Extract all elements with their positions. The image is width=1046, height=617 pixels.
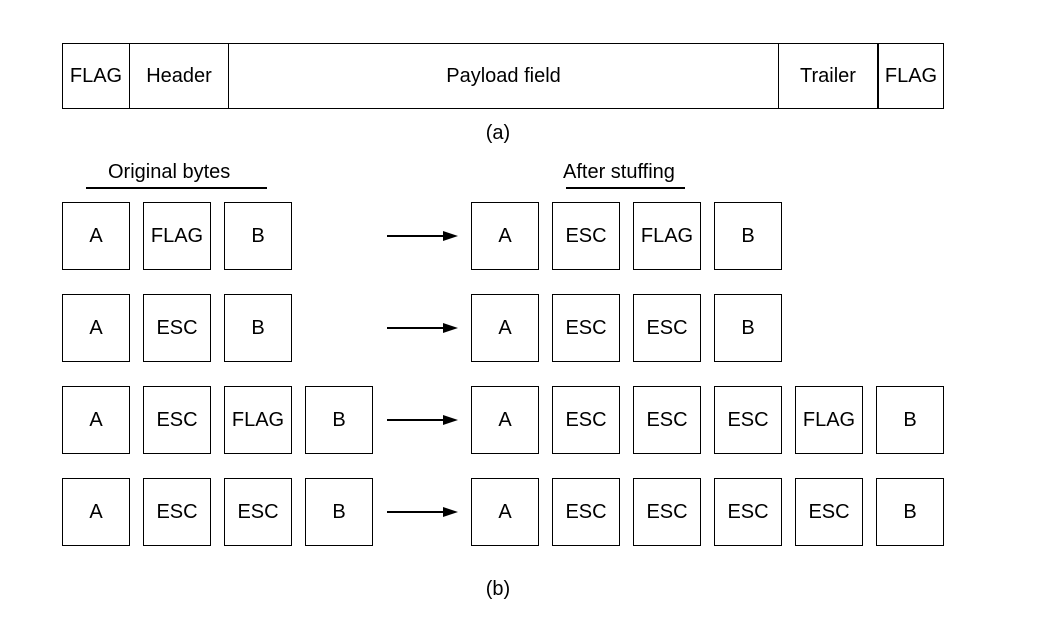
original-byte: FLAG <box>143 202 211 270</box>
stuffed-byte: ESC <box>633 386 701 454</box>
frame-flag-end: FLAG <box>877 43 944 109</box>
stuffed-byte: ESC <box>714 478 782 546</box>
stuffed-byte: A <box>471 294 539 362</box>
original-byte: B <box>305 478 373 546</box>
original-byte: A <box>62 478 130 546</box>
original-byte: ESC <box>224 478 292 546</box>
stuffed-byte: FLAG <box>795 386 863 454</box>
frame-header: Header <box>129 43 229 109</box>
stuffed-byte: B <box>876 478 944 546</box>
frame-trailer: Trailer <box>778 43 878 109</box>
original-byte: B <box>305 386 373 454</box>
stuffed-byte: FLAG <box>633 202 701 270</box>
original-byte: A <box>62 386 130 454</box>
frame-flag-start: FLAG <box>62 43 130 109</box>
caption-a: (a) <box>485 122 511 144</box>
stuffed-byte: A <box>471 478 539 546</box>
stuffed-byte: A <box>471 202 539 270</box>
arrow-icon <box>387 323 458 333</box>
original-byte: A <box>62 294 130 362</box>
stuffed-byte: ESC <box>552 386 620 454</box>
heading-after-stuffing: After stuffing <box>563 161 675 183</box>
arrow-icon <box>387 507 458 517</box>
stuffed-byte: ESC <box>633 294 701 362</box>
heading-original-underline <box>86 187 267 189</box>
original-byte: B <box>224 202 292 270</box>
stuffed-byte: ESC <box>552 202 620 270</box>
caption-b: (b) <box>485 578 511 600</box>
heading-after-underline <box>566 187 685 189</box>
original-byte: ESC <box>143 294 211 362</box>
stuffed-byte: B <box>876 386 944 454</box>
stuffed-byte: B <box>714 294 782 362</box>
stuffed-byte: A <box>471 386 539 454</box>
stuffed-byte: ESC <box>795 478 863 546</box>
stuffed-byte: ESC <box>633 478 701 546</box>
original-byte: FLAG <box>224 386 292 454</box>
stuffed-byte: ESC <box>714 386 782 454</box>
original-byte: A <box>62 202 130 270</box>
original-byte: ESC <box>143 478 211 546</box>
original-byte: B <box>224 294 292 362</box>
stuffed-byte: B <box>714 202 782 270</box>
arrow-icon <box>387 231 458 241</box>
arrow-icon <box>387 415 458 425</box>
stuffed-byte: ESC <box>552 294 620 362</box>
heading-original-bytes: Original bytes <box>108 161 231 183</box>
stuffed-byte: ESC <box>552 478 620 546</box>
original-byte: ESC <box>143 386 211 454</box>
frame-payload: Payload field <box>228 43 779 109</box>
